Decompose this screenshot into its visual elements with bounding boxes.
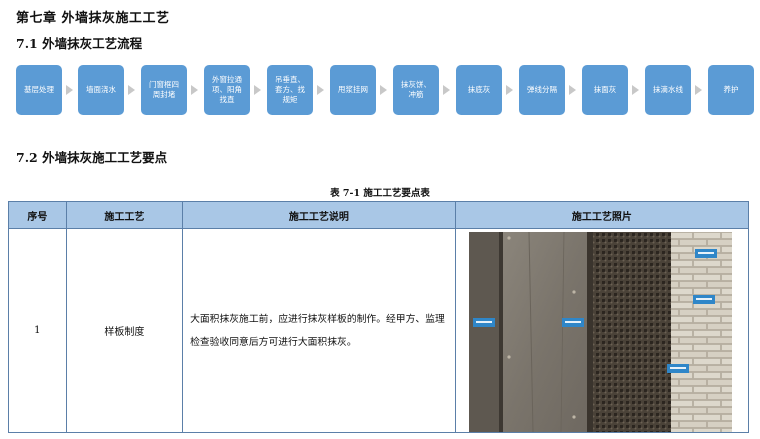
table-caption: 表 7-1 施工工艺要点表 <box>330 188 430 199</box>
flow-arrow-icon <box>317 85 324 95</box>
cell-seq: 1 <box>8 228 67 433</box>
cell-process: 样板制度 <box>65 228 184 433</box>
table-header-row: 序号 施工工艺 施工工艺说明 施工工艺照片 <box>8 201 750 229</box>
process-key-points-table: 序号 施工工艺 施工工艺说明 施工工艺照片 1 样板制度 大面积抹灰施工前，应进… <box>8 201 750 433</box>
flow-step: 抹面灰 <box>582 65 628 115</box>
flow-step: 弹线分隔 <box>519 65 565 115</box>
plaster-sample-wall-photo <box>468 231 732 433</box>
flow-arrow-icon <box>569 85 576 95</box>
flow-step: 甩浆挂网 <box>330 65 376 115</box>
chapter-title: 第七章 外墙抹灰施工工艺 <box>16 11 170 26</box>
flow-step: 抹灰饼、 冲筋 <box>393 65 439 115</box>
description-text: 大面积抹灰施工前，应进行抹灰样板的制作。经甲方、监理检查验收同意后方可进行大面积… <box>190 313 445 348</box>
cell-description: 大面积抹灰施工前，应进行抹灰样板的制作。经甲方、监理检查验收同意后方可进行大面积… <box>182 228 456 433</box>
header-description: 施工工艺说明 <box>182 201 456 229</box>
flow-arrow-icon <box>254 85 261 95</box>
flow-arrow-icon <box>506 85 513 95</box>
process-flow-diagram: 基层处理 墙面浇水 门窗框四 周封堵 外窗拉通 项、阳角 找直 吊垂直、 套方、… <box>16 65 756 115</box>
section-title-key-points: 7.2 外墙抹灰施工工艺要点 <box>16 150 168 165</box>
flow-arrow-icon <box>443 85 450 95</box>
cell-photo <box>454 228 750 433</box>
header-process: 施工工艺 <box>65 201 184 229</box>
header-photo: 施工工艺照片 <box>454 201 750 229</box>
flow-arrow-icon <box>380 85 387 95</box>
flow-arrow-icon <box>128 85 135 95</box>
flow-step: 抹底灰 <box>456 65 502 115</box>
header-seq: 序号 <box>8 201 67 229</box>
flow-step: 基层处理 <box>16 65 62 115</box>
flow-step: 养护 <box>708 65 754 115</box>
flow-step: 外窗拉通 项、阳角 找直 <box>204 65 250 115</box>
flow-arrow-icon <box>695 85 702 95</box>
flow-step: 吊垂直、 套方、找 规矩 <box>267 65 313 115</box>
flow-step: 抹滴水线 <box>645 65 691 115</box>
flow-step: 门窗框四 周封堵 <box>141 65 187 115</box>
section-title-flow: 7.1 外墙抹灰工艺流程 <box>16 36 143 51</box>
flow-step: 墙面浇水 <box>78 65 124 115</box>
flow-arrow-icon <box>66 85 73 95</box>
flow-arrow-icon <box>191 85 198 95</box>
flow-arrow-icon <box>632 85 639 95</box>
table-row: 1 样板制度 大面积抹灰施工前，应进行抹灰样板的制作。经甲方、监理检查验收同意后… <box>8 228 750 433</box>
